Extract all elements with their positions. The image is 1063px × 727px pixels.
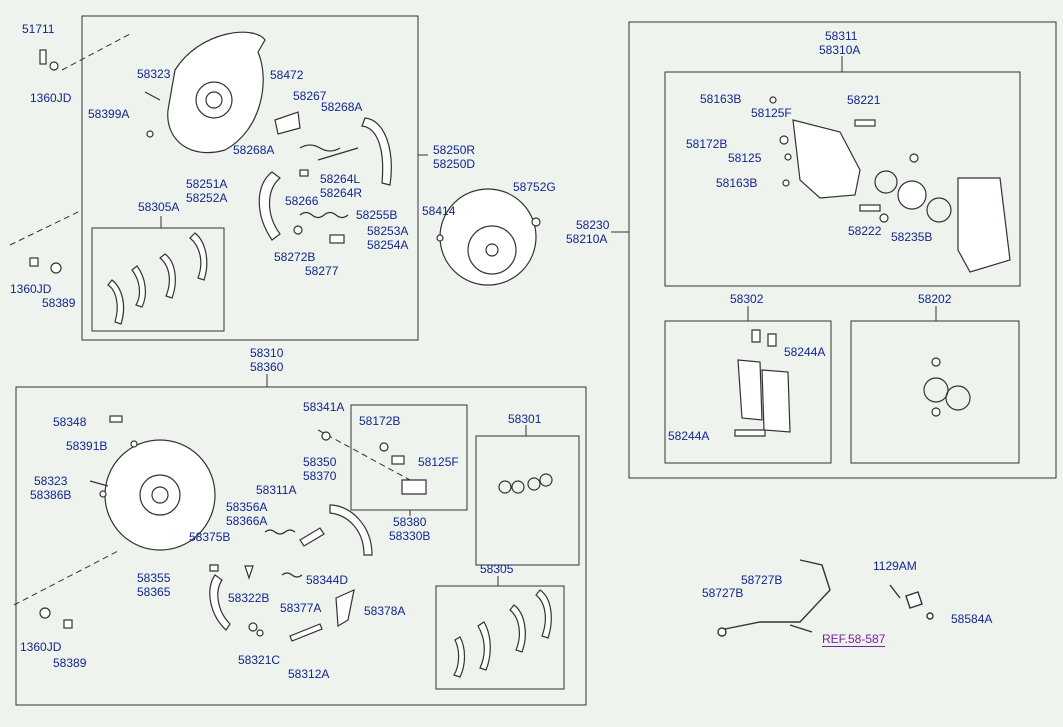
part-label-58322b: 58322B [228,591,270,605]
part-label-58266: 58266 [285,194,319,208]
part-label-58268a: 58268A [233,143,275,157]
part-label-58414: 58414 [422,204,456,218]
part-label-58302: 58302 [730,292,764,306]
caliper-assembly-box [628,21,1057,479]
brake-shoe-a [361,117,392,186]
lower-drum-assembly-box [15,386,587,706]
part-label-58399a: 58399A [88,107,130,121]
part-label-58253a: 58253A [367,224,409,238]
part-label-58584a: 58584A [951,612,993,626]
part-label-58370: 58370 [303,469,337,483]
rear-drum-assembly-box [81,15,419,341]
part-label-58277: 58277 [305,264,339,278]
part-label-58244a: 58244A [668,429,710,443]
part-label-58125f: 58125F [751,106,792,120]
part-label-58252a: 58252A [186,191,228,205]
part-label-58323: 58323 [34,474,68,488]
part-label-58163b: 58163B [716,176,758,190]
part-label-58250d: 58250D [433,157,476,171]
part-label-58365: 58365 [137,585,171,599]
part-label-58222: 58222 [848,224,882,238]
part-label-58356a: 58356A [226,500,268,514]
cylinder-kit-box [475,435,580,566]
part-label-58355: 58355 [137,571,171,585]
part-label-58341a: 58341A [303,400,345,414]
part-label-58348: 58348 [53,415,87,429]
reference-link[interactable]: REF.58-587 [822,632,886,647]
part-label-58386b: 58386B [30,488,72,502]
part-label-58350: 58350 [303,455,337,469]
part-label-58125: 58125 [728,151,762,165]
part-label-58267: 58267 [293,89,327,103]
part-label-58264l: 58264L [320,172,361,186]
part-label-58230: 58230 [576,218,610,232]
part-label-58210a: 58210A [566,232,608,246]
part-label-58727b: 58727B [702,586,744,600]
caliper-bracket [792,119,861,199]
part-label-58380: 58380 [393,515,427,529]
part-label-58391b: 58391B [66,439,108,453]
part-label-58172b: 58172B [686,137,728,151]
part-label-58255b: 58255B [356,208,398,222]
part-label-58389: 58389 [53,656,87,670]
part-label-58366a: 58366A [226,514,268,528]
part-label-58472: 58472 [270,68,304,82]
part-label-58310a: 58310A [819,43,861,57]
part-label-51711: 51711 [22,22,55,36]
part-label-58375b: 58375B [189,530,231,544]
part-label-1129am: 1129AM [873,559,917,573]
part-label-58305: 58305 [480,562,514,576]
seal-kit-box [850,320,1020,464]
part-label-58172b: 58172B [359,414,401,428]
part-label-58251a: 58251A [186,177,228,191]
part-label-58163b: 58163B [700,92,742,106]
part-label-58254a: 58254A [367,238,409,252]
part-label-58727b: 58727B [741,573,783,587]
part-label-58221: 58221 [847,93,881,107]
part-label-58311: 58311 [825,29,858,43]
part-label-58310: 58310 [250,346,284,360]
part-label-58378a: 58378A [364,604,406,618]
part-label-58321c: 58321C [238,653,281,667]
brake-rotor [436,188,541,286]
part-label-58311a: 58311A [256,483,297,497]
brake-shoe-b [258,171,281,241]
part-label-58344d: 58344D [306,573,349,587]
part-label-58312a: 58312A [288,667,330,681]
part-label-58235b: 58235B [891,230,933,244]
part-label-58389: 58389 [42,296,76,310]
part-label-1360jd: 1360JD [20,640,62,654]
part-label-58272b: 58272B [274,250,316,264]
part-label-58202: 58202 [918,292,952,306]
part-label-58305a: 58305A [138,200,180,214]
part-label-58244a: 58244A [784,345,826,359]
part-label-58268a: 58268A [321,100,363,114]
part-label-58250r: 58250R [433,143,476,157]
part-label-58360: 58360 [250,360,284,374]
caliper-housing [957,177,1011,273]
part-label-1360jd: 1360JD [10,282,52,296]
shoe-kit-box-a [91,227,225,332]
part-label-58323: 58323 [137,67,171,81]
part-label-58301: 58301 [508,412,542,426]
shoe-kit-box-b [435,585,565,690]
part-label-58752g: 58752G [513,180,556,194]
part-label-58377a: 58377A [280,601,322,615]
brake-hose [717,559,934,637]
part-label-1360jd: 1360JD [30,91,72,105]
part-label-58125f: 58125F [418,455,459,469]
wheel-cylinder-box [350,404,468,511]
part-label-58264r: 58264R [320,186,363,200]
part-label-58330b: 58330B [389,529,431,543]
